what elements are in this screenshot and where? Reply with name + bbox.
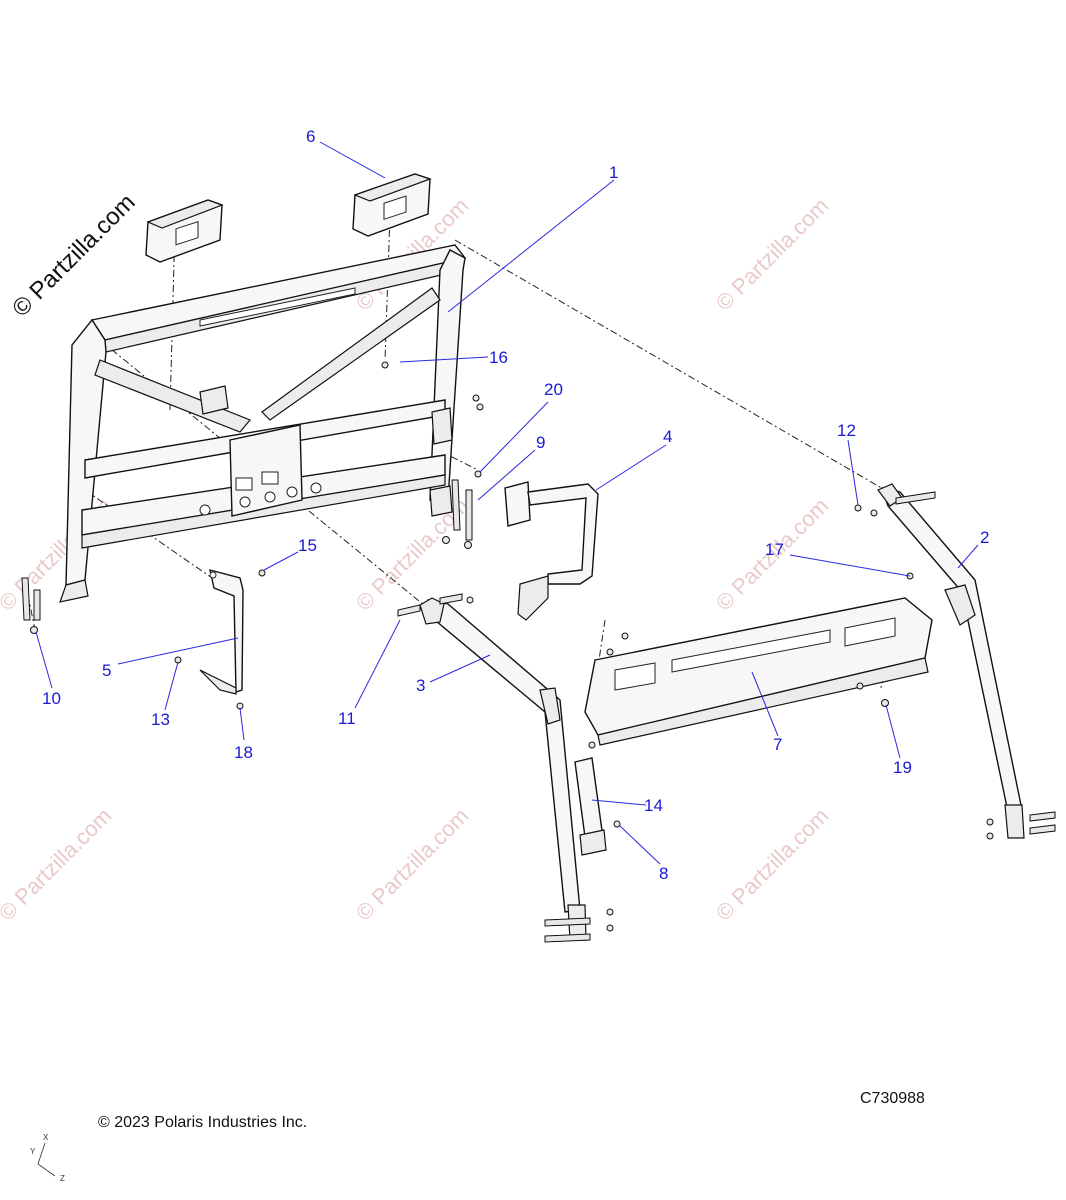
roll-bar-left [419,597,587,941]
callout-5: 5 [102,661,111,680]
grab-bar-left [199,569,244,695]
callout-17: 17 [765,540,784,559]
callout-1: 1 [609,163,618,182]
axis-x-label: X [43,1133,49,1142]
callout-20: 20 [544,380,563,399]
callout-13: 13 [151,710,170,729]
roll-bar-right [877,483,1025,839]
hardware [21,361,1056,943]
callout-9: 9 [536,433,545,452]
headrest-left [145,199,224,263]
leader-lines [35,141,979,865]
drawing-number: C730988 [860,1090,925,1107]
watermark: © Partzilla.com [711,193,834,316]
callouts: 1 2 3 4 5 6 7 8 9 10 11 12 13 14 15 16 1… [42,127,989,883]
axis-triad: X Y Z [30,1133,65,1183]
callout-19: 19 [893,758,912,777]
callout-15: 15 [298,536,317,555]
callout-6: 6 [306,127,315,146]
callout-2: 2 [980,528,989,547]
callout-3: 3 [416,676,425,695]
callout-18: 18 [234,743,253,762]
callout-7: 7 [773,735,782,754]
callout-10: 10 [42,689,61,708]
callout-16: 16 [489,348,508,367]
callout-14: 14 [644,796,663,815]
rear-frame [59,244,467,603]
headrest-right [352,173,432,237]
callout-8: 8 [659,864,668,883]
axis-z-label: Z [60,1174,65,1183]
grab-bar-right [504,481,599,621]
roof-panel [584,597,933,746]
callout-12: 12 [837,421,856,440]
callout-11: 11 [338,709,356,728]
watermark: © Partzilla.com [711,803,834,926]
axis-y-label: Y [30,1147,36,1156]
bracket [574,757,607,856]
watermark: © Partzilla.com [351,803,474,926]
watermark-logo: © Partzilla.com [7,189,140,322]
watermark: © Partzilla.com [0,803,116,926]
copyright-text: © 2023 Polaris Industries Inc. [98,1114,307,1131]
callout-4: 4 [663,427,672,446]
